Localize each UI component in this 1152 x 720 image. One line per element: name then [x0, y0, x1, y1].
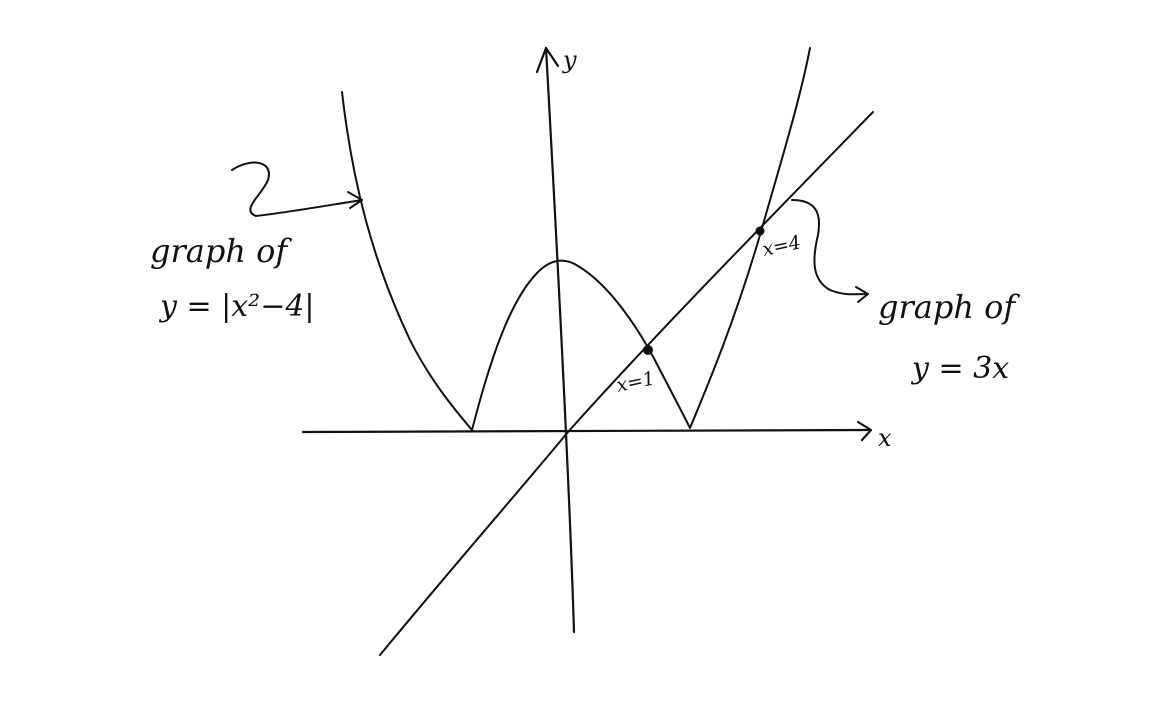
x-axis-label: x: [878, 424, 892, 452]
left-annotation-arrow: [231, 161, 363, 217]
left-annotation-line1: graph of: [150, 232, 292, 270]
arrowhead-icon: [855, 286, 869, 303]
line-y-equals-3x: [379, 111, 874, 656]
x-axis: x: [301, 420, 892, 452]
right-annotation-line1: graph of: [878, 288, 1020, 326]
y-axis-arrowhead-icon: [535, 46, 560, 74]
y-axis: y: [535, 46, 577, 634]
abs-parabola-curve: [341, 47, 811, 431]
right-annotation-line2: y = 3x: [910, 351, 1009, 386]
y-axis-label: y: [562, 46, 577, 74]
left-annotation-line2: y = |x²−4|: [158, 289, 315, 324]
intersection-point-x1: [643, 345, 653, 355]
intersection-label-x1: x=1: [614, 367, 656, 397]
arrowhead-icon: [347, 191, 363, 209]
intersection-label-x4: x=4: [760, 231, 802, 261]
intersection-point-x4: [755, 226, 765, 236]
x-axis-arrowhead-icon: [856, 420, 873, 442]
right-annotation-arrow: [791, 199, 869, 303]
